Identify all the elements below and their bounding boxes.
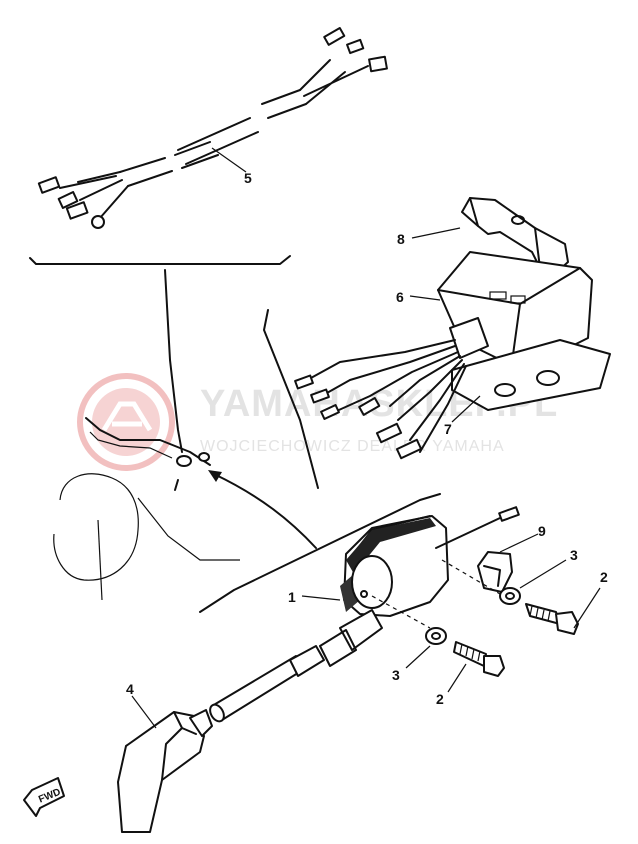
callout-9: 9 [538, 523, 546, 539]
section-bracket-top [29, 255, 291, 265]
watermark-subtitle: WOJCIECHOWICZ DEALER YAMAHA [200, 438, 505, 455]
high-tension-lead [209, 645, 325, 723]
callout-5: 5 [244, 170, 252, 186]
callout-7: 7 [444, 421, 452, 437]
watermark-logo-icon [77, 373, 175, 471]
part-2-bolt-lower: 2 [436, 641, 505, 707]
callout-2-lower: 2 [436, 691, 444, 707]
part-2-bolt-upper: 2 [525, 569, 608, 635]
fwd-arrow-icon: FWD [23, 777, 65, 817]
callout-2-upper: 2 [600, 569, 608, 585]
assembly-line-lower [371, 595, 431, 629]
part-7-mounting-plate: 7 [444, 339, 611, 437]
callout-6: 6 [396, 289, 404, 305]
callout-3-lower: 3 [392, 667, 400, 683]
callout-1: 1 [288, 589, 296, 605]
motorcycle-frame-outline [53, 269, 319, 601]
callout-4: 4 [126, 681, 134, 697]
cdi-leads [294, 339, 467, 460]
part-6-cdi-unit: 6 [396, 251, 593, 363]
coil-lead-terminal [498, 506, 520, 522]
part-5-wire-harness: 5 [37, 27, 388, 229]
callout-3-upper: 3 [570, 547, 578, 563]
section-bracket-lower [199, 493, 441, 613]
part-8-bracket: 8 [397, 197, 569, 275]
part-4-spark-plug-cap: 4 [117, 681, 213, 833]
part-9-clamp: 9 [477, 523, 546, 593]
part-1-ignition-coil: 1 [288, 515, 449, 667]
callout-8: 8 [397, 231, 405, 247]
arrowhead-icon [208, 470, 222, 482]
assembly-line-upper [441, 559, 501, 595]
part-3-washer-upper: 3 [499, 547, 578, 605]
location-pointer-arrow [213, 473, 317, 549]
part-3-washer-lower: 3 [392, 627, 447, 683]
